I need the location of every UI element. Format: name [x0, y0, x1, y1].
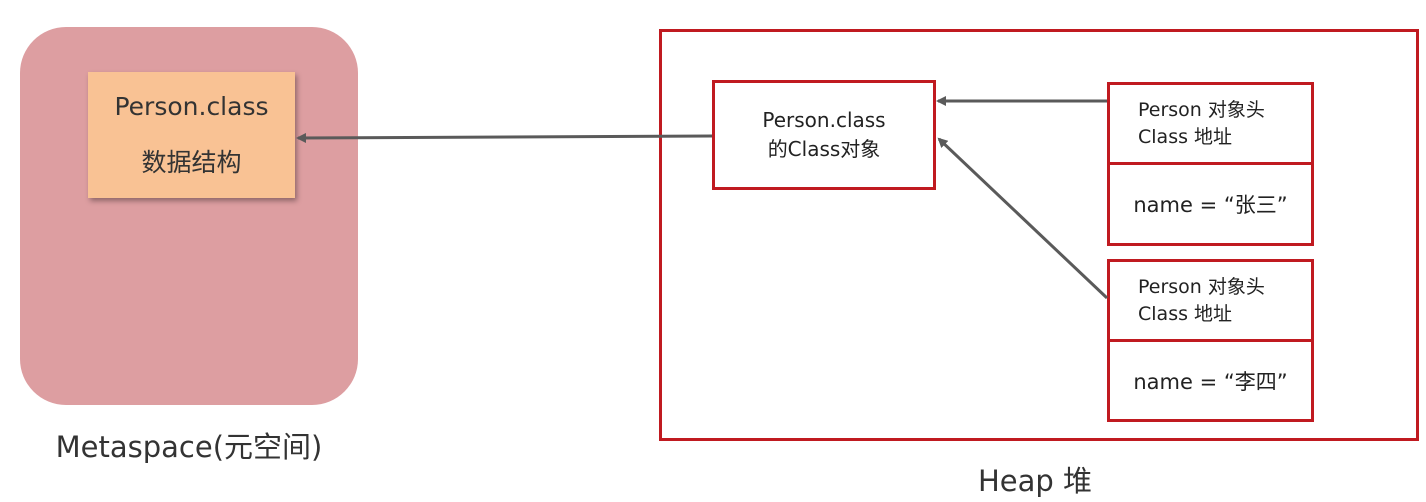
class-object-line1: Person.class [762, 108, 886, 132]
arrow-person2-to-class-object [937, 137, 1109, 300]
heap-region [659, 29, 1419, 441]
person2-object-header: Person 对象头 Class 地址 [1107, 259, 1314, 342]
person2-name-text: name = “李四” [1133, 369, 1288, 394]
person1-name-text: name = “张三” [1133, 193, 1288, 217]
person2-name-field: name = “李四” [1107, 339, 1314, 422]
person-class-data-structure-box: Person.class 数据结构 [88, 72, 295, 198]
person1-name-field: name = “张三” [1107, 162, 1314, 246]
person1-header-line1: Person 对象头 [1138, 98, 1265, 121]
person2-header-line1: Person 对象头 [1138, 275, 1265, 298]
metaspace-label: Metaspace(元空间) [55, 430, 323, 464]
meta-class-box-subtitle: 数据结构 [141, 147, 242, 177]
class-object-box: Person.class 的Class对象 [712, 80, 936, 190]
person2-header-line2: Class 地址 [1138, 302, 1233, 325]
arrow-class-object-to-metaspace [296, 132, 713, 143]
heap-label: Heap 堆 [977, 464, 1093, 498]
class-object-line2: 的Class对象 [767, 137, 881, 161]
person1-header-line2: Class 地址 [1138, 125, 1233, 148]
meta-class-box-title: Person.class [114, 91, 269, 121]
